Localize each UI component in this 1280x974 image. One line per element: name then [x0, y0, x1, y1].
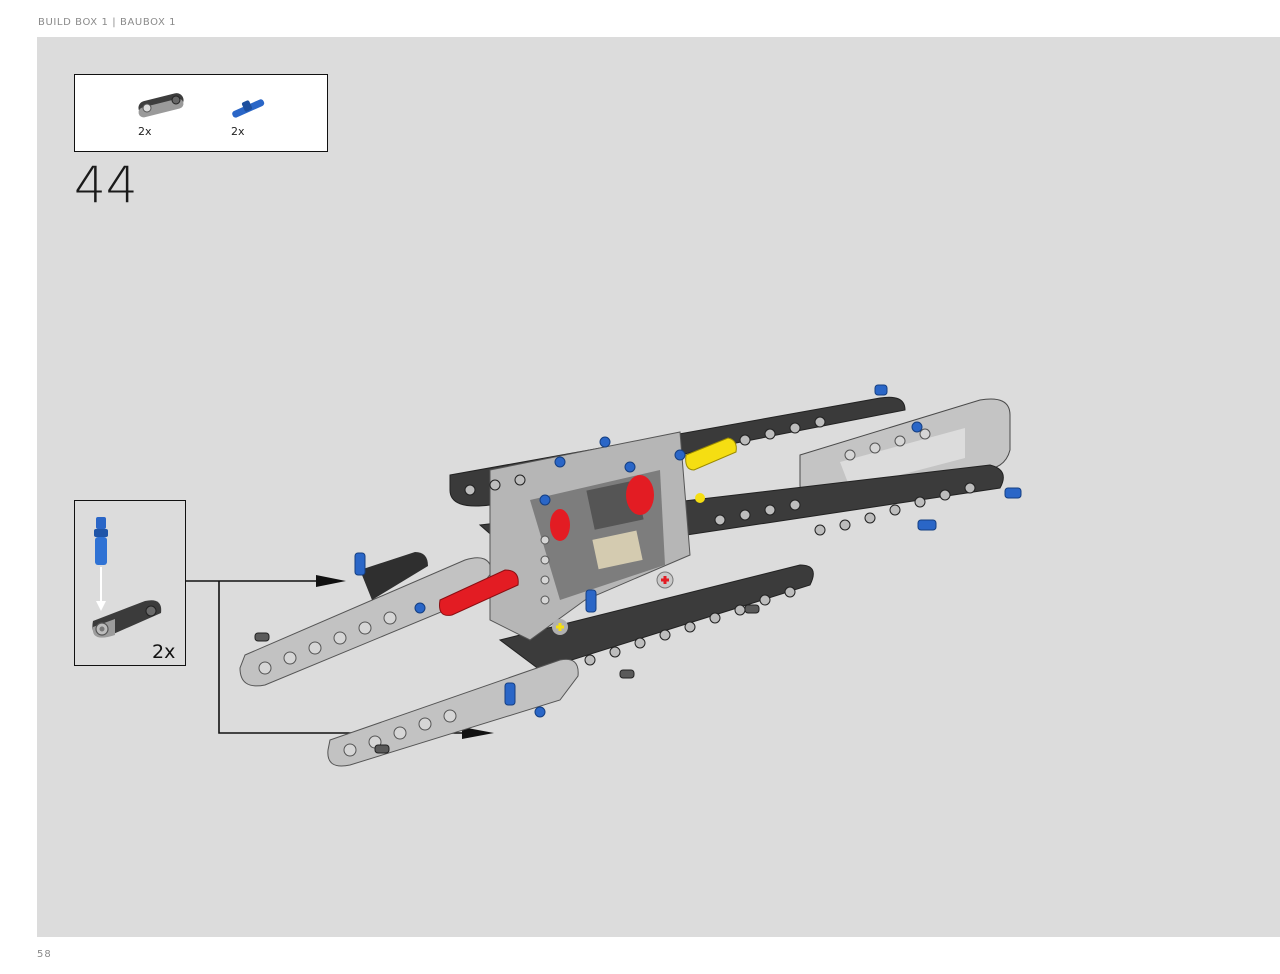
- connector-beam-icon: [92, 600, 162, 638]
- sub-assembly-graphics: [92, 517, 162, 638]
- page-number: 58: [37, 949, 52, 960]
- blue-axle-pin-icon: [232, 99, 265, 118]
- sub-assembly-callout: [74, 500, 186, 666]
- chassis-model: [239, 384, 1022, 767]
- arrow-head-upper: [316, 575, 346, 587]
- part-qty-1: 2x: [138, 125, 152, 138]
- parts-graphics: [138, 93, 265, 118]
- blue-pin-icon: [94, 517, 108, 565]
- step-number: 44: [74, 156, 138, 214]
- header-label: BUILD BOX 1 | BAUBOX 1: [38, 17, 177, 28]
- parts-callout: 2x 2x: [74, 74, 328, 152]
- connector-beam-icon: [138, 93, 184, 118]
- sub-assembly-qty: 2x: [152, 641, 176, 663]
- part-qty-2: 2x: [231, 125, 245, 138]
- down-arrow-icon: [96, 567, 106, 611]
- arrow-head-lower: [462, 727, 494, 739]
